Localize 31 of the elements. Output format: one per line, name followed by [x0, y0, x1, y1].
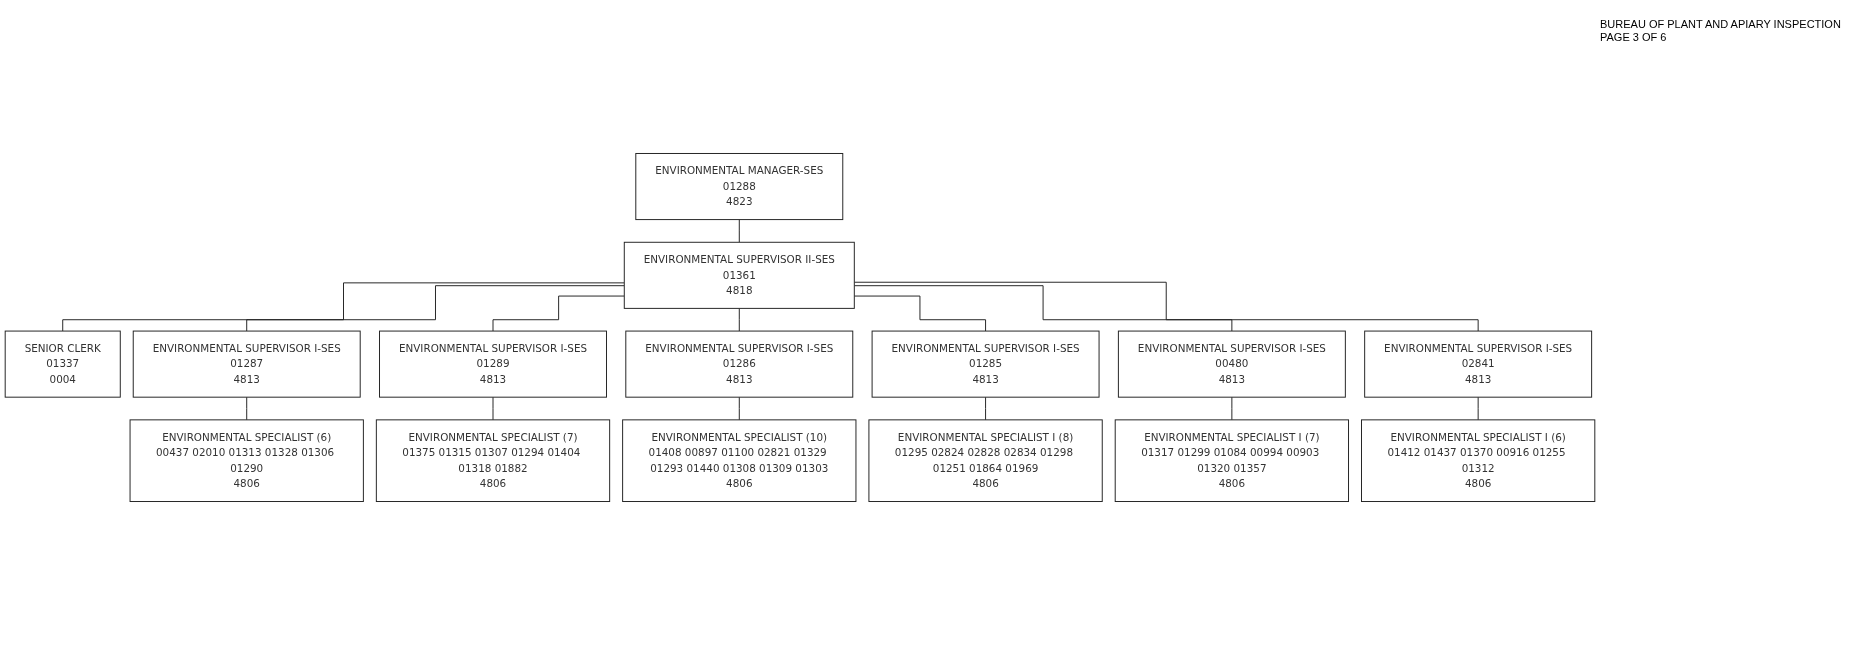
connector — [738, 396, 740, 421]
node-box: ENVIRONMENTAL MANAGER-SES 01288 4823 — [635, 153, 844, 221]
connector — [985, 396, 987, 421]
connector — [853, 281, 1479, 332]
node-box: ENVIRONMENTAL SPECIALIST (7) 01375 01315 01307 01294 01404 01318 01882 4806 — [375, 419, 611, 502]
node-box: ENVIRONMENTAL SPECIALIST (10) 01408 00897 01100 02821 01329 01293 01440 01308 01309 01303 4806 — [622, 419, 857, 502]
connector — [1477, 396, 1479, 421]
node-box: ENVIRONMENTAL SUPERVISOR II-SES 01361 4818 — [623, 241, 855, 309]
node-box: SENIOR CLERK 01337 0004 — [4, 330, 121, 398]
node-box: ENVIRONMENTAL SPECIALIST I (6) 01412 01437 01370 00916 01255 01312 4806 — [1361, 419, 1596, 502]
node-box: ENVIRONMENTAL SUPERVISOR I-SES 00480 4813 — [1117, 330, 1346, 398]
connector — [1231, 396, 1233, 421]
node-box: ENVIRONMENTAL SUPERVISOR I-SES 01289 4813 — [379, 330, 607, 398]
connector — [853, 285, 1233, 332]
node-box: ENVIRONMENTAL SPECIALIST (6) 00437 02010 01313 01328 01306 01290 4806 — [129, 419, 364, 502]
connector — [492, 295, 625, 332]
connector — [62, 282, 625, 332]
header-note: PAGE 3 OF 6 — [1600, 31, 1667, 44]
node-box: ENVIRONMENTAL SPECIALIST I (8) 01295 02824 02828 02834 01298 01251 01864 01969 4806 — [868, 419, 1103, 502]
connector — [738, 307, 740, 332]
node-box: ENVIRONMENTAL SUPERVISOR I-SES 01285 4813 — [871, 330, 1100, 398]
node-box: ENVIRONMENTAL SUPERVISOR I-SES 01286 4813 — [625, 330, 854, 398]
header-note: BUREAU OF PLANT AND APIARY INSPECTION — [1600, 18, 1841, 31]
node-box: ENVIRONMENTAL SUPERVISOR I-SES 02841 4813 — [1364, 330, 1593, 398]
connector — [853, 295, 987, 332]
node-box: ENVIRONMENTAL SUPERVISOR I-SES 01287 4813 — [132, 330, 361, 398]
node-box: ENVIRONMENTAL SPECIALIST I (7) 01317 01299 01084 00994 00903 01320 01357 4806 — [1114, 419, 1349, 502]
connector — [738, 219, 740, 243]
connector — [246, 396, 248, 421]
connector — [492, 396, 494, 421]
connector — [246, 285, 625, 332]
